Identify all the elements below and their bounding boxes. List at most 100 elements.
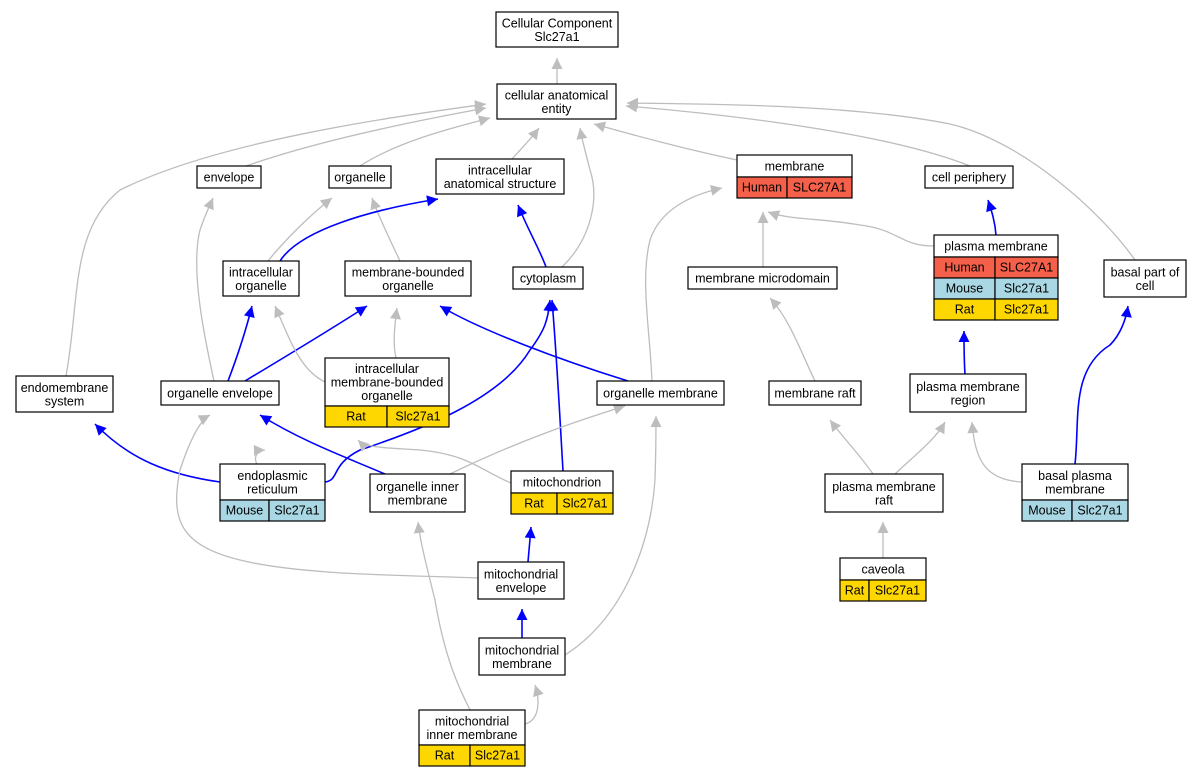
edge-cytoplasm-to-cae bbox=[561, 127, 595, 268]
node-label: raft bbox=[875, 493, 894, 507]
gene-cell bbox=[1071, 499, 1129, 522]
node-cytoplasm[interactable]: cytoplasm bbox=[512, 266, 584, 290]
node-label: organelle bbox=[382, 279, 433, 293]
node-label: caveola bbox=[861, 563, 904, 577]
node-label: intracellular bbox=[468, 163, 532, 177]
node-oe[interactable]: organelle envelope bbox=[160, 380, 280, 406]
node-label: membrane-bounded bbox=[331, 376, 444, 390]
species-label: Mouse bbox=[226, 504, 264, 518]
gene-label: Slc27a1 bbox=[562, 497, 607, 511]
node-label: cytoplasm bbox=[520, 272, 576, 286]
arrowhead bbox=[474, 100, 486, 111]
node-envelope[interactable]: envelope bbox=[196, 165, 262, 189]
edge-mim-to-oim bbox=[413, 521, 471, 711]
arrowhead bbox=[576, 128, 588, 140]
node-label: organelle inner bbox=[376, 480, 459, 494]
edge-mito-to-cytoplasm bbox=[547, 299, 564, 472]
edge-mim-to-mmem bbox=[524, 684, 544, 725]
species-label: Mouse bbox=[1028, 504, 1066, 518]
node-label: plasma membrane bbox=[832, 480, 936, 494]
arrowhead bbox=[770, 298, 782, 310]
node-label: anatomical structure bbox=[444, 177, 557, 191]
arrowhead bbox=[413, 522, 425, 534]
edge-organelle-to-cae bbox=[359, 115, 491, 167]
species-label: Human bbox=[944, 261, 984, 275]
node-label: membrane-bounded bbox=[352, 265, 465, 279]
gene-cell bbox=[268, 499, 326, 522]
arrowhead bbox=[477, 115, 490, 127]
arrowhead bbox=[203, 198, 214, 211]
arrowhead bbox=[370, 198, 381, 211]
arrowhead bbox=[594, 121, 607, 133]
arrowhead bbox=[627, 97, 639, 109]
edge-er-to-ems bbox=[94, 423, 221, 483]
edge-menv-to-oe bbox=[176, 414, 479, 579]
edge-oim-to-om bbox=[449, 404, 626, 475]
node-label: membrane raft bbox=[774, 387, 856, 401]
node-label: organelle bbox=[361, 389, 412, 403]
arrowhead bbox=[260, 415, 273, 426]
node-label: system bbox=[45, 394, 85, 408]
arrowhead bbox=[650, 416, 662, 428]
arrowhead bbox=[197, 415, 210, 426]
node-label: organelle bbox=[334, 171, 385, 185]
edge-om-to-membrane bbox=[644, 185, 723, 382]
edge-pmraft-to-pmr bbox=[894, 421, 946, 475]
node-mr[interactable]: membrane raft bbox=[768, 380, 862, 406]
node-label: membrane microdomain bbox=[695, 272, 830, 286]
arrowhead bbox=[95, 424, 107, 436]
arrowhead bbox=[1120, 306, 1132, 318]
node-om[interactable]: organelle membrane bbox=[596, 380, 725, 406]
arrowhead bbox=[543, 300, 555, 312]
node-imbo[interactable]: intracellularmembrane-boundedorganelleRa… bbox=[324, 357, 450, 428]
node-label: envelope bbox=[496, 581, 547, 595]
arrowhead bbox=[426, 195, 438, 207]
node-label: plasma membrane bbox=[916, 380, 1020, 394]
node-organelle[interactable]: organelle bbox=[328, 165, 392, 189]
arrowhead bbox=[243, 306, 255, 319]
edge-cae-to-root bbox=[551, 58, 563, 84]
node-label: mitochondrial bbox=[485, 643, 559, 657]
edge-envelope-to-cae bbox=[245, 104, 487, 167]
node-cell-periphery[interactable]: cell periphery bbox=[924, 165, 1014, 189]
node-label: cell bbox=[1136, 279, 1155, 293]
node-label: organelle bbox=[235, 279, 286, 293]
node-label: mitochondrial bbox=[484, 567, 558, 581]
node-label: entity bbox=[542, 102, 573, 116]
edge-pmraft-to-mr bbox=[829, 419, 874, 475]
node-label: basal part of bbox=[1111, 265, 1180, 279]
node-label: plasma membrane bbox=[944, 240, 1048, 254]
edge-er-to-cytoplasm bbox=[324, 299, 555, 483]
arrowhead bbox=[768, 210, 781, 221]
node-mmd[interactable]: membrane microdomain bbox=[687, 266, 838, 290]
gene-label: Slc27a1 bbox=[475, 749, 520, 763]
gene-cell bbox=[556, 492, 614, 515]
arrowhead bbox=[757, 212, 769, 223]
node-label: mitochondrial bbox=[435, 714, 509, 728]
node-label: membrane bbox=[1045, 482, 1105, 496]
gene-cell bbox=[469, 744, 526, 767]
edges-layer bbox=[65, 58, 1136, 725]
gene-cell bbox=[868, 579, 927, 602]
